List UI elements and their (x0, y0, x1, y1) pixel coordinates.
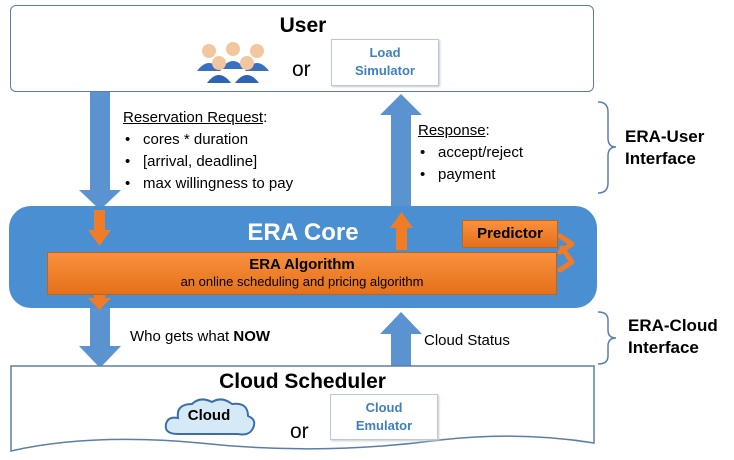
list-item: payment (418, 164, 578, 186)
reservation-list: cores * duration [arrival, deadline] max… (123, 129, 363, 195)
reservation-request: Reservation Request: cores * duration [a… (123, 107, 363, 195)
user-box: User or Load Simulator (10, 5, 594, 92)
cloud-status-label: Cloud Status (424, 332, 510, 349)
era-user-interface-label: ERA-User Interface (625, 127, 705, 168)
load-simulator-box: Load Simulator (331, 39, 439, 86)
cloud-status-arrow (380, 312, 422, 372)
era-algorithm-subtitle: an online scheduling and pricing algorit… (180, 274, 424, 289)
cloud-emulator-box: Cloud Emulator (330, 394, 438, 440)
list-item: cores * duration (123, 129, 363, 151)
scheduler-or-label: or (290, 420, 309, 443)
reservation-heading: Reservation Request: (123, 109, 268, 126)
list-item: accept/reject (418, 142, 578, 164)
response: Response: accept/reject payment (418, 120, 578, 186)
user-interface-brace (597, 101, 617, 194)
era-core-title: ERA Core (247, 219, 359, 246)
era-algorithm-box: ERA Algorithm an online scheduling and p… (47, 252, 557, 295)
list-item: [arrival, deadline] (123, 151, 363, 173)
cloud-scheduler-title: Cloud Scheduler (219, 370, 386, 393)
cloud-interface-brace (597, 311, 617, 365)
era-cloud-interface-label: ERA-Cloud Interface (628, 316, 718, 357)
user-title: User (279, 14, 327, 37)
predictor-box: Predictor (462, 220, 558, 248)
group-of-people-icon (197, 42, 269, 83)
allocation-arrow (79, 300, 121, 368)
cloud-label: Cloud (187, 407, 231, 424)
response-heading: Response: (418, 122, 490, 139)
who-gets-what-now: Who gets what NOW (130, 328, 271, 345)
user-or-label: or (292, 58, 311, 81)
request-arrow (79, 92, 121, 210)
response-arrow (380, 94, 422, 211)
response-list: accept/reject payment (418, 142, 578, 186)
cloud-icon (164, 398, 256, 436)
era-algorithm-title: ERA Algorithm (249, 256, 355, 273)
list-item: max willingness to pay (123, 173, 363, 195)
